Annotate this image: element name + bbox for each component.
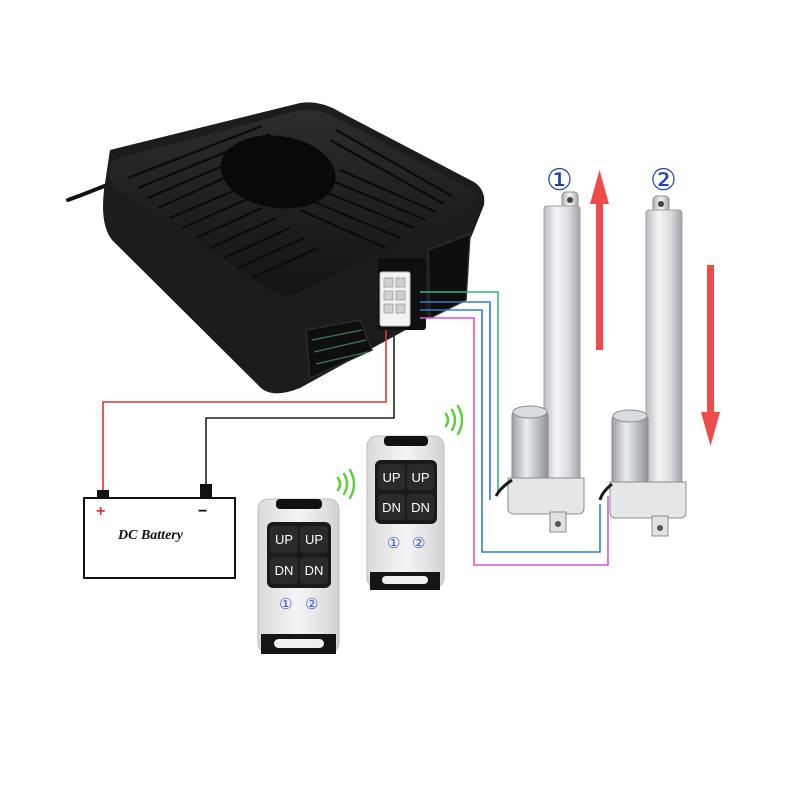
svg-text:UP: UP [382,470,400,485]
actuator-2-cable [598,482,613,501]
controller-vent-left [305,319,373,380]
svg-text:UP: UP [275,532,293,547]
controller-window [220,135,336,209]
remote-2-channel-1: ① [279,595,292,613]
wire-green [420,291,499,492]
actuator-2 [598,195,687,537]
wires [102,291,609,566]
actuator-1-tube [543,205,581,497]
arrow-up-icon [590,170,609,350]
actuator-1 [494,191,585,533]
battery-minus-sign: − [198,503,207,520]
remote-1-key-dn-2[interactable]: DN [407,494,434,520]
battery-terminal-plus [97,490,109,499]
remote-2: UP UP DN DN ① ② [257,468,356,654]
battery-body [83,497,236,579]
battery-plus-sign: + [96,503,105,520]
battery: + − DC Battery [83,484,236,579]
svg-text:DN: DN [411,500,430,515]
battery-terminal-minus [200,484,212,499]
wire-blue-1 [420,301,491,500]
svg-text:UP: UP [305,532,323,547]
actuator-1-badge: ① [546,163,573,198]
signal-icon [444,404,464,436]
remote-2-channel-2: ② [305,595,318,613]
wire-black [205,330,395,492]
actuator-2-gearbox [609,481,687,519]
remote-2-cap [276,499,322,509]
actuator-1-gearbox [507,477,585,515]
svg-text:DN: DN [275,563,294,578]
svg-text:UP: UP [411,470,429,485]
actuator-2-badge: ② [650,163,677,198]
remote-2-key-dn-1[interactable]: DN [270,557,298,584]
svg-text:DN: DN [382,500,401,515]
remote-1-cap [384,436,428,446]
controller-vent-right [427,232,471,320]
remote-2-key-up-2[interactable]: UP [300,526,328,553]
remote-1-key-up-2[interactable]: UP [407,464,434,490]
actuator-2-tube [645,209,683,501]
controller-ribs [127,124,453,280]
wire-red [102,330,387,500]
signal-icon [336,468,356,500]
arrow-down-icon [701,265,720,446]
actuator-1-cable [494,478,513,497]
remote-1-channel-1: ① [387,534,400,552]
remote-2-key-up-1[interactable]: UP [270,526,298,553]
controller-box [66,102,485,394]
wire-magenta [420,317,609,566]
remote-1-channel-2: ② [412,534,425,552]
svg-text:DN: DN [305,563,324,578]
remote-1: UP UP DN DN ① ② [366,404,464,590]
battery-label: DC Battery [117,528,184,543]
remote-2-key-dn-2[interactable]: DN [300,557,328,584]
remote-1-key-up-1[interactable]: UP [378,464,405,490]
remote-1-key-dn-1[interactable]: DN [378,494,405,520]
wire-blue-2 [420,309,601,553]
